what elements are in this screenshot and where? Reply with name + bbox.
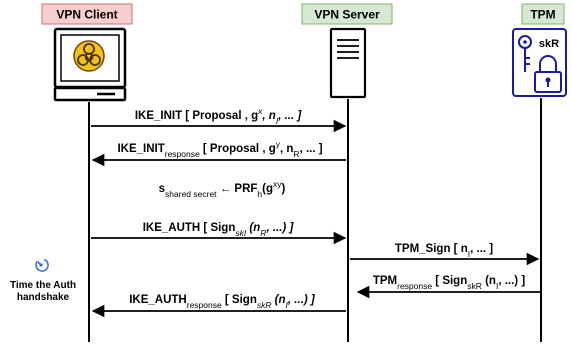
tpm-header: TPM <box>521 3 565 25</box>
biohazard-icon <box>73 40 105 72</box>
server-icon <box>329 27 367 99</box>
ike-init-label: IKE_INIT [ Proposal , gx, nI, ... ] <box>135 106 303 126</box>
server-header: VPN Server <box>301 3 393 25</box>
ike-auth-label: IKE_AUTH [ SignskI (nR, ...) ] <box>143 222 295 238</box>
client-header-box <box>41 3 133 25</box>
shared-secret-label: sshared secret ← PRFh(gxy) <box>159 179 286 199</box>
infected-computer-icon <box>53 27 127 102</box>
server-header-box <box>301 3 393 25</box>
timer-icon <box>35 258 49 272</box>
tpm-header-box <box>521 3 565 25</box>
tpm-header-label: TPM <box>530 8 555 22</box>
key-icon <box>518 35 532 72</box>
tpm-sign-label: TPM_Sign [ nI, ... ] <box>395 243 493 259</box>
server-header-label: VPN Server <box>314 8 380 22</box>
client-header: VPN Client <box>41 3 133 25</box>
client-header-label: VPN Client <box>56 8 117 22</box>
ike-auth-response-label: IKE_AUTHresponse [ SignskR (nI, ...) ] <box>129 294 316 310</box>
tpm-response-label: TPMresponse [ SignskR (nI, ...) ] <box>373 275 525 291</box>
timer-label-line1: Time the Auth <box>10 280 76 291</box>
timer-label-line2: handshake <box>17 292 70 303</box>
ike-init-response-label: IKE_INITresponse [ Proposal , gy, nR, ..… <box>117 139 322 159</box>
tpm-key-label: skR <box>539 38 559 50</box>
tpm-key-lock-icon: skR <box>512 28 567 97</box>
